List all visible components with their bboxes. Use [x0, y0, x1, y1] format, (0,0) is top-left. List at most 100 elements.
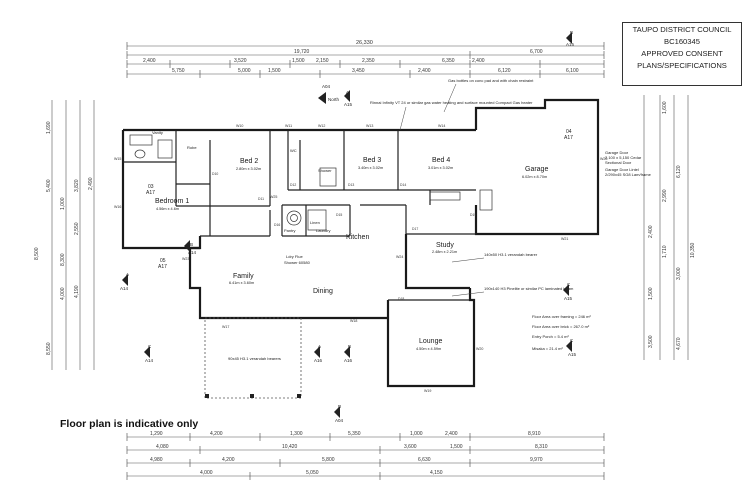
- note-garage-door-4: Garage Door Lintel: [605, 167, 639, 172]
- section-marker-d-a04: D A04: [334, 404, 344, 423]
- dim-bot-r4-2: 4,150: [430, 470, 443, 476]
- dim-top-r4-6: 6,100: [566, 68, 579, 74]
- note-garage-door-2: 2,100 x 5,150 Cedar: [605, 155, 642, 160]
- dim-bot-r3-1: 4,200: [222, 457, 235, 463]
- section-c-a14-ref: A14: [145, 358, 154, 363]
- dim-bot-r3-4: 9,970: [530, 457, 543, 463]
- note-garage-door-5: 2/290x45 SG8 Lam/frame: [605, 172, 652, 177]
- dim-top-row2-a: 19,720: [294, 49, 310, 55]
- small-room-labels: Vanity Robe WC Shower Linen Pantry Laund…: [152, 130, 332, 265]
- room-size-bed3: 3.40m x 3.02m: [358, 166, 383, 170]
- window-tag-13: W23: [182, 257, 189, 261]
- window-tag-0: W10: [236, 124, 243, 128]
- room-size-bed2: 2.80m x 3.02m: [236, 167, 261, 171]
- room-tag-03-ref: A17: [146, 190, 155, 196]
- window-tag-11: W21: [561, 237, 568, 241]
- window-tag-14: W24: [396, 255, 403, 259]
- section-b-a16-ref: A16: [344, 358, 353, 363]
- area-entry: Entry Porch = 5.4 m²: [532, 334, 569, 339]
- consent-number: BC160345: [664, 37, 700, 46]
- dim-bot-r3-3: 6,630: [418, 457, 431, 463]
- left-dimension-lines: [51, 100, 95, 370]
- section-marker-c-a15: C A15: [563, 282, 573, 301]
- right-dimension-lines: [643, 95, 689, 360]
- dim-right-0: 1,600: [662, 101, 668, 114]
- note-veranda-2: 190x140 H3 Pinelite or similar PC lamina…: [484, 286, 574, 291]
- label-shower-fan: Shower 60580: [284, 260, 311, 265]
- bottom-dimension-ticks: [126, 433, 605, 480]
- label-vanity: Vanity: [152, 130, 163, 135]
- section-north-ref: North: [328, 97, 340, 102]
- room-name-bed4: Bed 4: [432, 157, 450, 164]
- dim-bot-r2-3: 1,500: [450, 444, 463, 450]
- dim-left-5: 4,190: [74, 285, 80, 298]
- section-b-a16-id: B: [348, 344, 351, 349]
- section-b-a15-ref: A15: [566, 42, 575, 47]
- window-tag-15: W25: [270, 195, 277, 199]
- section-marker-b-a14: B A14: [184, 240, 197, 255]
- room-name-study: Study: [436, 242, 454, 249]
- window-tag-10: W20: [476, 347, 483, 351]
- section-b-a15-id: B: [570, 30, 573, 35]
- dim-bot-r2-2: 3,600: [404, 444, 417, 450]
- room-tag-04-ref: A17: [564, 135, 573, 141]
- door-tag-3: D13: [348, 183, 354, 187]
- label-ldry-flue: Ldry Flue: [286, 254, 303, 259]
- bottom-dimension-lines: [127, 436, 604, 477]
- room-size-garage: 6.02m x 8.70m: [522, 175, 547, 179]
- dim-bot-r1-5: 2,400: [445, 431, 458, 437]
- note-water-heater-text: Rinnai Infinity VT 24 or similar gas wat…: [370, 100, 533, 105]
- room-name-bed2: Bed 2: [240, 158, 258, 165]
- dim-overall-top: 26,330: [356, 40, 373, 46]
- section-c-a14-id: C: [148, 344, 152, 349]
- window-tag-1: W11: [285, 124, 292, 128]
- room-tags: 03 A17 04 A17 05 A17: [146, 129, 573, 270]
- dim-bot-r4-0: 4,000: [200, 470, 213, 476]
- dim-right-3: 2,400: [648, 225, 654, 238]
- dim-bot-r1-3: 5,350: [348, 431, 361, 437]
- window-tag-7: W17: [222, 325, 229, 329]
- note-garage-door-3: Sectional Door: [605, 160, 632, 165]
- area-brick: Floor Area over brick = 267.0 m²: [532, 324, 590, 329]
- dim-top-r4-5: 6,120: [498, 68, 511, 74]
- section-marker-a-a16: A A16: [314, 344, 323, 363]
- room-tag-03: 03: [148, 184, 154, 190]
- dim-top-row2-b: 6,700: [530, 49, 543, 55]
- window-tag-5: W15: [114, 157, 121, 161]
- dim-left-8: 2,490: [88, 177, 94, 190]
- room-name-bedroom1: Bedroom 1: [155, 198, 189, 205]
- room-name-garage: Garage: [525, 166, 548, 173]
- floor-area-notes: Floor Area over framing = 246 m² Floor A…: [532, 314, 591, 351]
- dim-top-row4: 5,750 5,000 1,500 3,450 2,400 6,120 6,10…: [172, 68, 579, 74]
- label-wc: WC: [290, 148, 297, 153]
- section-c-a15-ref: A15: [564, 296, 573, 301]
- section-b-a14-id: B: [190, 242, 193, 247]
- top-dimension-lines: [127, 45, 604, 75]
- section-markers: A04 North A A15 B A14 A A14 B A15: [120, 30, 577, 423]
- room-name-family: Family: [233, 273, 254, 280]
- dim-right-5: 3,000: [676, 267, 682, 280]
- dim-left-9: 8,300: [60, 253, 66, 266]
- dim-right-8: 3,500: [648, 335, 654, 348]
- label-laundry: Laundry: [316, 228, 330, 233]
- dim-right-1: 6,120: [676, 165, 682, 178]
- dim-bottom-row2: 4,080 10,420 3,600 1,500 8,310: [156, 444, 548, 450]
- top-dimension-ticks: [126, 42, 605, 78]
- indicative-notice: Floor plan is indicative only: [60, 418, 199, 430]
- dim-top-row3: 2,400 3,520 1,500 2,150 2,350 6,350 2,40…: [143, 58, 485, 64]
- area-misc: Misaka = 21.4 m²: [532, 346, 563, 351]
- dim-left-7: 5,400: [46, 179, 52, 192]
- section-b-a14-ref: A14: [188, 250, 197, 255]
- section-marker-north: A04 North: [318, 84, 340, 104]
- exterior-walls: [121, 98, 600, 388]
- window-tag-3: W13: [366, 124, 373, 128]
- room-size-study: 2.48m x 2.21m: [432, 250, 457, 254]
- window-tag-8: W18: [350, 319, 357, 323]
- door-tag-6: D16: [274, 223, 280, 227]
- dim-bottom-row4: 4,000 5,050 4,150: [200, 470, 443, 476]
- room-name-lounge: Lounge: [419, 338, 442, 345]
- label-robe: Robe: [187, 145, 197, 150]
- label-pantry: Pantry: [284, 228, 296, 233]
- note-gas-bottles: Gas bottles on conc pad and with chain r…: [448, 78, 534, 83]
